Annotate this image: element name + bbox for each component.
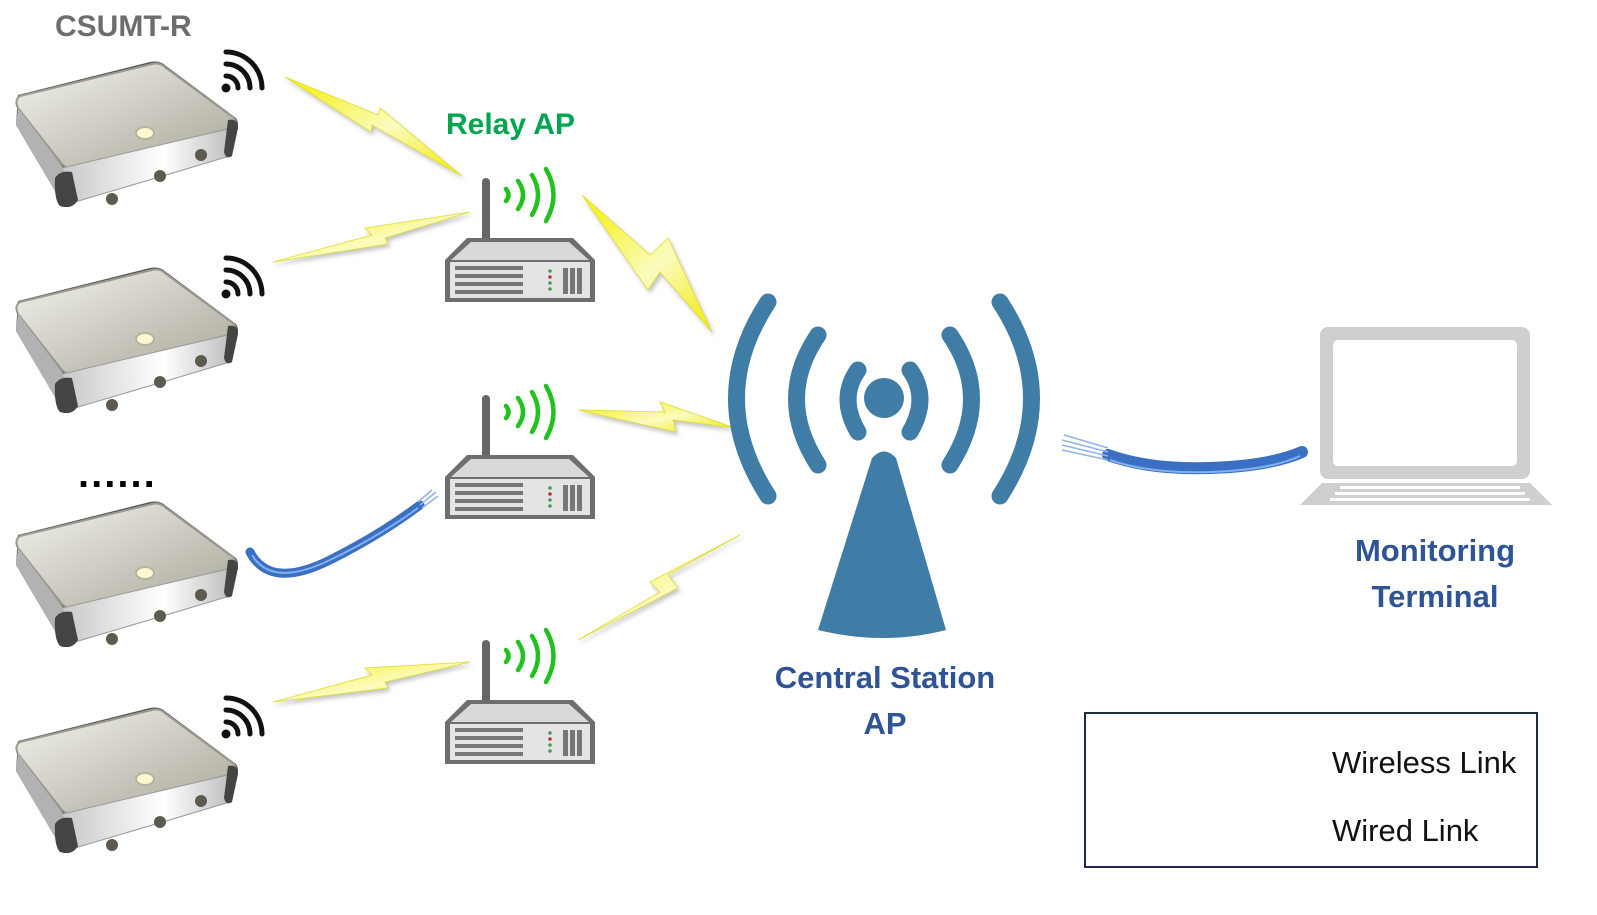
wireless-link-relay3-central [577,534,741,641]
central-station-label-line1: Central Station [774,660,996,695]
wired-link-central-terminal [1061,434,1308,475]
relay-wifi-icon-2 [506,386,554,438]
more-devices-ellipsis: ...... [78,452,157,496]
central-station-ap [728,293,1040,638]
relay-ap-label: Relay AP [446,108,575,141]
legend [1084,712,1538,868]
wifi-icon-3 [222,698,263,739]
relay-ap-2 [445,395,595,519]
csumt-device-3 [15,500,239,649]
wireless-link-csumt4-relay3 [272,661,471,703]
monitoring-terminal-label-line1: Monitoring [1354,533,1516,568]
monitoring-terminal-label: Monitoring Terminal [1320,528,1550,620]
wireless-link-relay1-central [581,194,713,333]
wireless-link-relay2-central [577,401,736,433]
relay-ap-3 [445,640,595,764]
wireless-link-csumt1-relay1 [284,76,463,177]
wired-link-csumt3-relay2 [245,489,439,578]
relay-wifi-icon-1 [506,169,554,221]
monitoring-terminal-label-line2: Terminal [1371,579,1499,614]
csumt-r-label: CSUMT-R [55,10,192,43]
legend-wired-label: Wired Link [1332,813,1479,848]
legend-wireless-label: Wireless Link [1332,745,1517,780]
central-station-label: Central Station AP [740,655,1030,747]
csumt-device-2 [15,266,239,415]
wifi-icon-2 [222,258,263,299]
wireless-link-csumt2-relay1 [272,211,471,263]
relay-wifi-icon-3 [506,630,554,682]
wifi-icon-1 [222,52,263,93]
csumt-device-1 [15,60,239,209]
relay-ap-1 [445,178,595,302]
csumt-device-4 [15,706,239,855]
central-station-label-line2: AP [863,706,907,741]
monitoring-terminal-laptop [1300,327,1552,505]
